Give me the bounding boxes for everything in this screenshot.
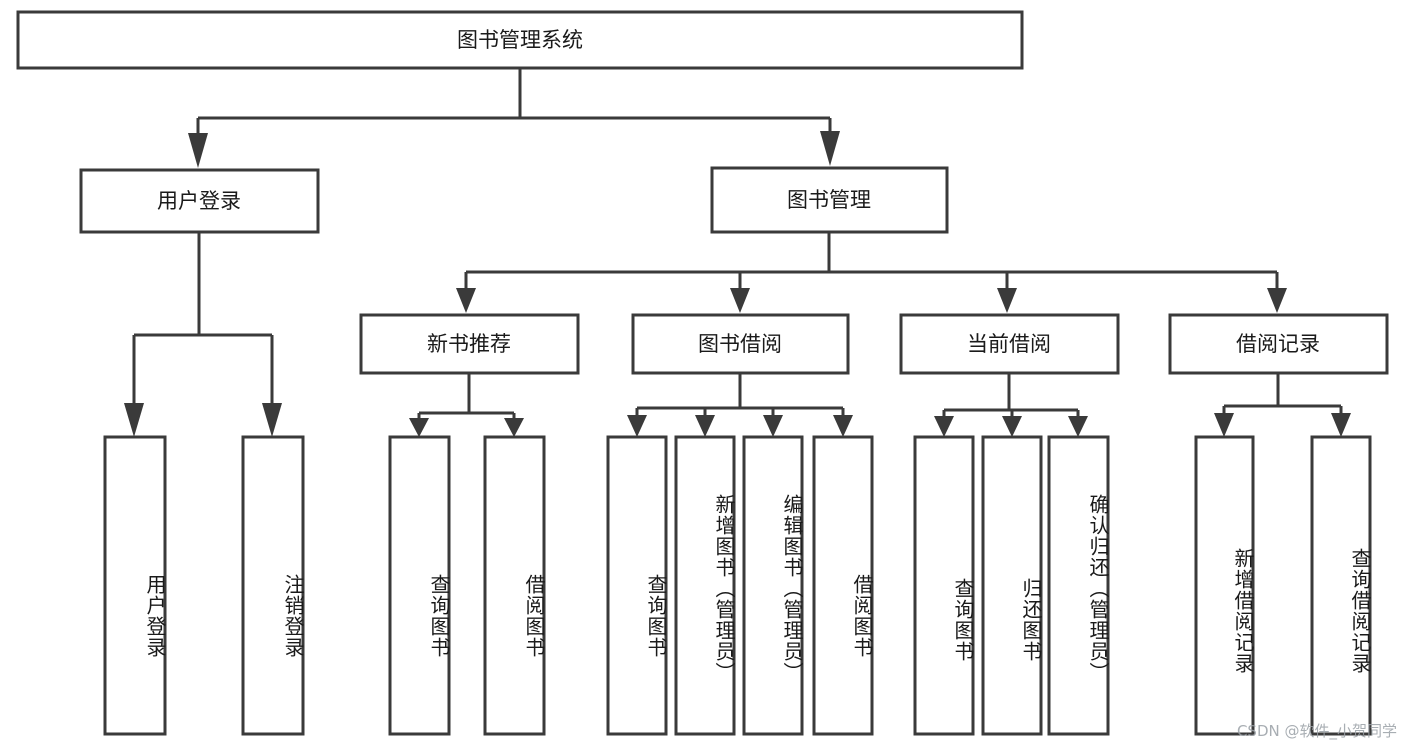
arrow-head-bookborrow-1 [695, 415, 715, 437]
node-box-leaf-user-login-0[interactable] [103, 435, 167, 736]
node-box-root[interactable] [16, 10, 1024, 70]
node-label-borrow-record: 借阅记录 [1236, 332, 1320, 356]
arrow-head-level2-1 [730, 288, 750, 313]
node-box-leaf-book-borrow-2[interactable] [742, 435, 804, 736]
node-box-leaf-current-borrow-2[interactable] [1047, 435, 1110, 736]
node-label-current-borrow: 当前借阅 [967, 332, 1051, 356]
node-box-leaf-current-borrow-0[interactable] [913, 435, 975, 736]
node-label-root: 图书管理系统 [457, 28, 583, 52]
node-label-new-book-recommend: 新书推荐 [427, 332, 511, 356]
arrow-head-currentborrow-1 [1002, 416, 1022, 437]
arrow-head-newbook-1 [504, 418, 524, 437]
arrow-head-level1-1 [820, 131, 840, 166]
node-box-leaf-book-borrow-0[interactable] [606, 435, 668, 736]
arrow-head-level1-0 [188, 133, 208, 168]
node-box-leaf-new-book-1[interactable] [483, 435, 546, 736]
arrow-head-bookborrow-0 [627, 415, 647, 437]
arrow-head-userlogin-1 [262, 403, 282, 437]
node-label-book-borrow: 图书借阅 [698, 332, 782, 356]
arrow-head-level2-3 [1267, 288, 1287, 313]
arrow-head-currentborrow-2 [1068, 416, 1088, 437]
arrow-head-borrowrecord-1 [1331, 413, 1351, 437]
node-box-leaf-borrow-record-0[interactable] [1194, 435, 1255, 736]
node-box-leaf-user-login-1[interactable] [241, 435, 305, 736]
node-box-book-manage[interactable] [710, 166, 949, 234]
node-box-leaf-borrow-record-1[interactable] [1310, 435, 1372, 736]
node-label-user-login: 用户登录 [157, 189, 241, 213]
node-box-leaf-current-borrow-1[interactable] [981, 435, 1043, 736]
node-box-current-borrow[interactable] [899, 313, 1120, 375]
node-box-leaf-new-book-0[interactable] [388, 435, 451, 736]
arrow-head-bookborrow-2 [763, 415, 783, 437]
node-box-leaf-book-borrow-1[interactable] [674, 435, 736, 736]
node-box-new-book-recommend[interactable] [359, 313, 580, 375]
node-box-book-borrow[interactable] [631, 313, 850, 375]
arrow-head-userlogin-0 [124, 403, 144, 437]
arrow-head-level2-2 [997, 288, 1017, 313]
csdn-watermark: CSDN @软件_小贺同学 [1236, 722, 1397, 740]
arrow-head-borrowrecord-0 [1214, 413, 1234, 437]
node-box-borrow-record[interactable] [1168, 313, 1389, 375]
arrow-head-newbook-0 [409, 418, 429, 437]
arrow-head-level2-0 [456, 288, 476, 313]
arrow-head-currentborrow-0 [934, 416, 954, 437]
node-box-leaf-book-borrow-3[interactable] [812, 435, 874, 736]
arrow-head-bookborrow-3 [833, 415, 853, 437]
node-label-book-manage: 图书管理 [787, 188, 871, 212]
